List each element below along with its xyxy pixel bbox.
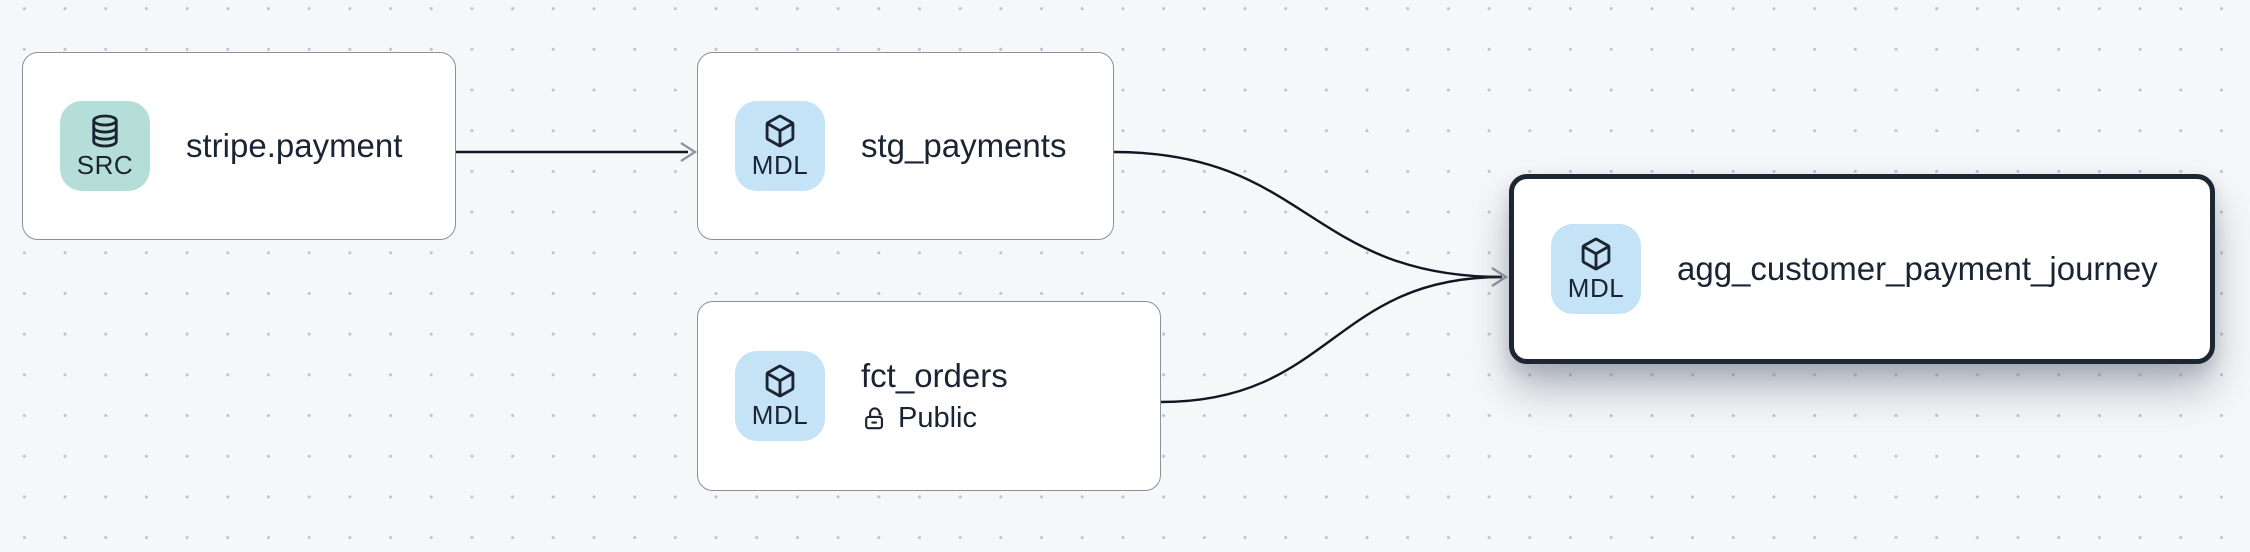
- node-title: stripe.payment: [186, 127, 403, 165]
- database-icon: [87, 113, 123, 149]
- arrowhead-icon: [1491, 267, 1509, 287]
- badge-label: MDL: [751, 399, 809, 430]
- cube-icon: [1578, 236, 1614, 272]
- edge-fct-orders-to-agg-customer-payment-journey: [1160, 275, 1503, 404]
- node-agg-customer-payment-journey[interactable]: MDL agg_customer_payment_journey: [1509, 174, 2215, 364]
- badge-label: MDL: [751, 149, 809, 180]
- node-fct-orders[interactable]: MDL fct_orders Public: [697, 301, 1161, 491]
- arrowhead-icon: [680, 142, 698, 162]
- edge-stg-payments-to-agg-customer-payment-journey: [1113, 150, 1503, 279]
- node-title: stg_payments: [861, 127, 1067, 165]
- node-stripe-payment[interactable]: SRC stripe.payment: [22, 52, 456, 240]
- lock-open-icon: [861, 405, 888, 432]
- model-badge: MDL: [735, 351, 825, 441]
- node-title: agg_customer_payment_journey: [1677, 250, 2158, 288]
- cube-icon: [762, 113, 798, 149]
- source-badge: SRC: [60, 101, 150, 191]
- node-stg-payments[interactable]: MDL stg_payments: [697, 52, 1114, 240]
- badge-label: SRC: [76, 149, 134, 180]
- badge-label: MDL: [1567, 272, 1625, 303]
- node-title: fct_orders: [861, 357, 1008, 395]
- model-badge: MDL: [735, 101, 825, 191]
- access-label: Public: [898, 401, 977, 434]
- access-row: Public: [861, 402, 1008, 435]
- cube-icon: [762, 363, 798, 399]
- model-badge: MDL: [1551, 224, 1641, 314]
